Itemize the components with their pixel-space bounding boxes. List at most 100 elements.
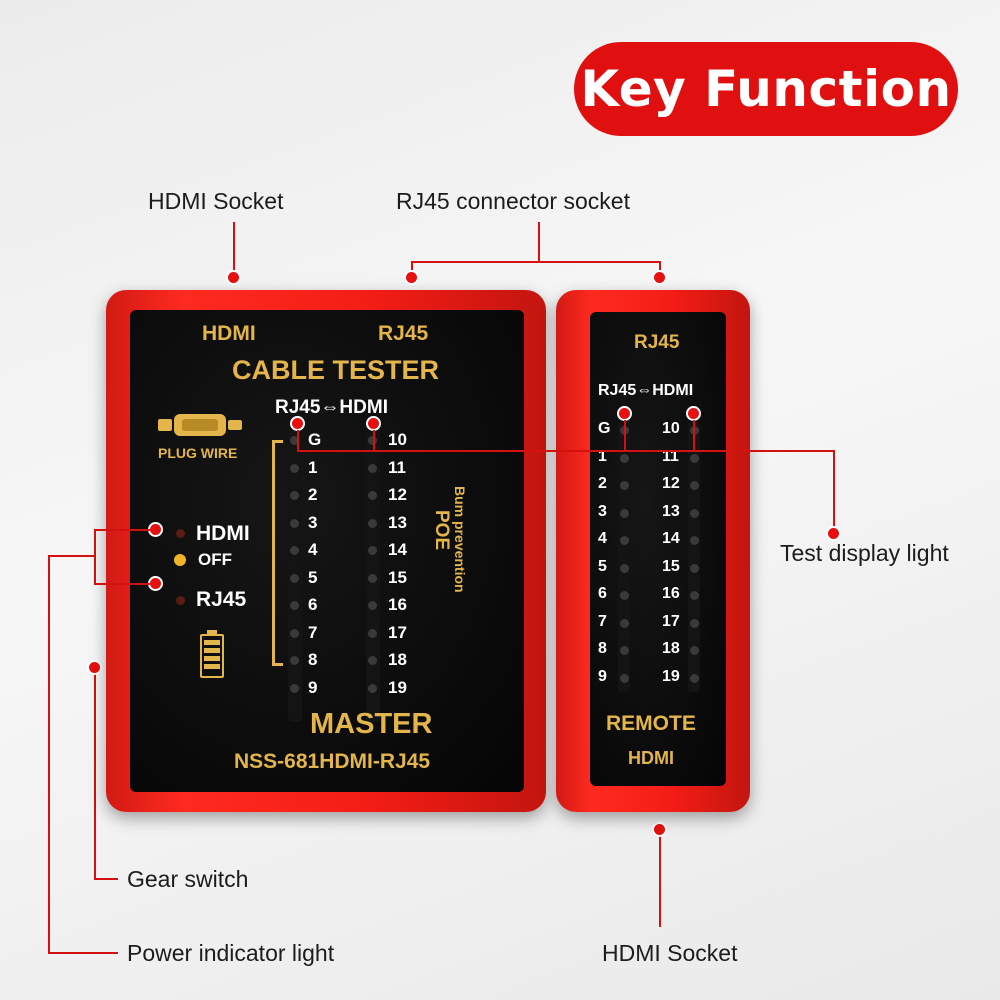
marker-test-master-left xyxy=(290,416,305,431)
master-rj45-label: RJ45 xyxy=(378,322,429,345)
master-led-right-9 xyxy=(368,683,377,693)
remote-pin-right-0: 10 xyxy=(662,420,680,437)
callout-test-display: Test display light xyxy=(780,540,949,566)
master-pin-left-8: 8 xyxy=(308,650,318,669)
remote-led-left-7 xyxy=(620,618,629,628)
marker-hdmi-top xyxy=(226,270,241,285)
remote-pin-left-4: 4 xyxy=(598,530,607,547)
remote-hdmi-label: HDMI xyxy=(628,748,674,768)
burn-prevention-label: Bum prevention xyxy=(452,486,468,593)
callout-rj45-socket: RJ45 connector socket xyxy=(396,188,630,214)
master-led-left-7 xyxy=(290,628,299,638)
remote-led-right-9 xyxy=(690,673,699,683)
master-led-left-4 xyxy=(290,546,299,555)
leader-gear-horizontal xyxy=(94,878,118,880)
master-led-left-2 xyxy=(290,491,299,500)
master-led-left-3 xyxy=(290,518,299,528)
remote-pin-right-5: 15 xyxy=(662,557,680,575)
master-led-left-9 xyxy=(290,683,299,693)
master-led-right-8 xyxy=(368,656,377,665)
master-pin-right-3: 13 xyxy=(388,512,407,532)
leader-test-c xyxy=(624,420,626,450)
remote-pin-right-8: 18 xyxy=(662,640,680,657)
leader-test-bar xyxy=(297,450,834,452)
remote-led-right-5 xyxy=(690,563,699,573)
remote-led-left-1 xyxy=(620,453,629,463)
remote-pin-left-2: 2 xyxy=(598,475,607,492)
master-pin-right-4: 14 xyxy=(388,540,407,559)
remote-pin-left-1: 1 xyxy=(598,447,607,465)
leader-rj45-stem xyxy=(538,222,540,262)
master-led-right-6 xyxy=(368,601,377,610)
master-pin-left-4: 4 xyxy=(308,540,318,559)
leader-rj45-right xyxy=(659,261,661,276)
master-led-right-1 xyxy=(368,463,377,473)
poe-label: POE xyxy=(431,510,452,551)
remote-led-right-7 xyxy=(690,618,699,628)
leader-test-down xyxy=(833,450,835,530)
remote-mode: RJ45⇔HDMI xyxy=(598,382,694,399)
master-hdmi-label: HDMI xyxy=(202,322,256,345)
leader-gear-vertical xyxy=(94,665,96,878)
master-led-right-3 xyxy=(368,518,377,528)
master-led-right-7 xyxy=(368,628,377,638)
master-led-right-4 xyxy=(368,546,377,555)
marker-test-remote-right xyxy=(686,406,701,421)
marker-rj45-switch xyxy=(148,576,163,591)
leader-power-vertical xyxy=(48,555,50,952)
remote-led-left-4 xyxy=(620,536,629,545)
master-unit: HDMI RJ45 CABLE TESTER RJ45⇔HDMI PLUG WI… xyxy=(106,290,546,812)
remote-pin-right-9: 19 xyxy=(662,667,680,685)
leader-rj45-left xyxy=(411,261,413,276)
marker-hdmi-bottom xyxy=(652,822,667,837)
marker-test-master-right xyxy=(366,416,381,431)
remote-led-left-8 xyxy=(620,646,629,655)
master-pin-left-6: 6 xyxy=(308,595,318,614)
callout-hdmi-socket-top: HDMI Socket xyxy=(148,188,284,214)
master-pin-left-7: 7 xyxy=(308,622,318,642)
leader-hdmi-bottom xyxy=(659,835,661,927)
master-led-left-8 xyxy=(290,656,299,665)
marker-rj45-left xyxy=(404,270,419,285)
key-function-banner: Key Function xyxy=(574,42,958,136)
remote-pin-left-5: 5 xyxy=(598,557,607,575)
remote-pin-right-4: 14 xyxy=(662,530,680,547)
marker-rj45-right xyxy=(652,270,667,285)
master-led-left-5 xyxy=(290,573,299,583)
switch-hdmi-label: HDMI xyxy=(196,522,250,545)
plug-wire-label: PLUG WIRE xyxy=(158,445,238,461)
callout-hdmi-socket-bottom: HDMI Socket xyxy=(602,940,738,966)
remote-led-left-9 xyxy=(620,673,629,683)
leader-gear-bottom xyxy=(94,583,150,585)
remote-pin-right-6: 16 xyxy=(662,585,680,602)
banner-title: Key Function xyxy=(580,60,952,118)
power-indicator-led xyxy=(174,554,186,566)
remote-pin-left-9: 9 xyxy=(598,667,607,685)
master-pin-left-9: 9 xyxy=(308,677,318,697)
master-led-right-0 xyxy=(368,436,377,445)
master-model: NSS-681HDMI-RJ45 xyxy=(234,750,431,773)
remote-pin-left-0: G xyxy=(598,420,611,437)
leader-test-b xyxy=(373,430,375,450)
master-led-left-0 xyxy=(290,436,299,445)
marker-test-display xyxy=(826,526,841,541)
master-led-right-2 xyxy=(368,491,377,500)
master-pin-right-8: 18 xyxy=(388,650,407,669)
callout-gear-switch: Gear switch xyxy=(127,866,249,892)
remote-pin-left-6: 6 xyxy=(598,585,607,602)
remote-pin-right-3: 13 xyxy=(662,502,680,520)
master-pin-right-9: 19 xyxy=(388,677,407,697)
switch-rj45-label: RJ45 xyxy=(196,588,247,611)
remote-pin-left-7: 7 xyxy=(598,612,607,630)
remote-pin-left-8: 8 xyxy=(598,640,607,657)
remote-led-right-3 xyxy=(690,508,699,518)
remote-led-left-5 xyxy=(620,563,629,573)
master-pin-right-0: 10 xyxy=(388,430,407,449)
master-name: MASTER xyxy=(310,708,433,740)
led-bracket xyxy=(272,440,283,666)
leader-hdmi-top xyxy=(233,222,235,277)
master-pin-right-1: 11 xyxy=(388,457,406,477)
master-mode: RJ45⇔HDMI xyxy=(275,397,388,418)
master-pin-right-7: 17 xyxy=(388,622,407,642)
master-led-right-5 xyxy=(368,573,377,583)
